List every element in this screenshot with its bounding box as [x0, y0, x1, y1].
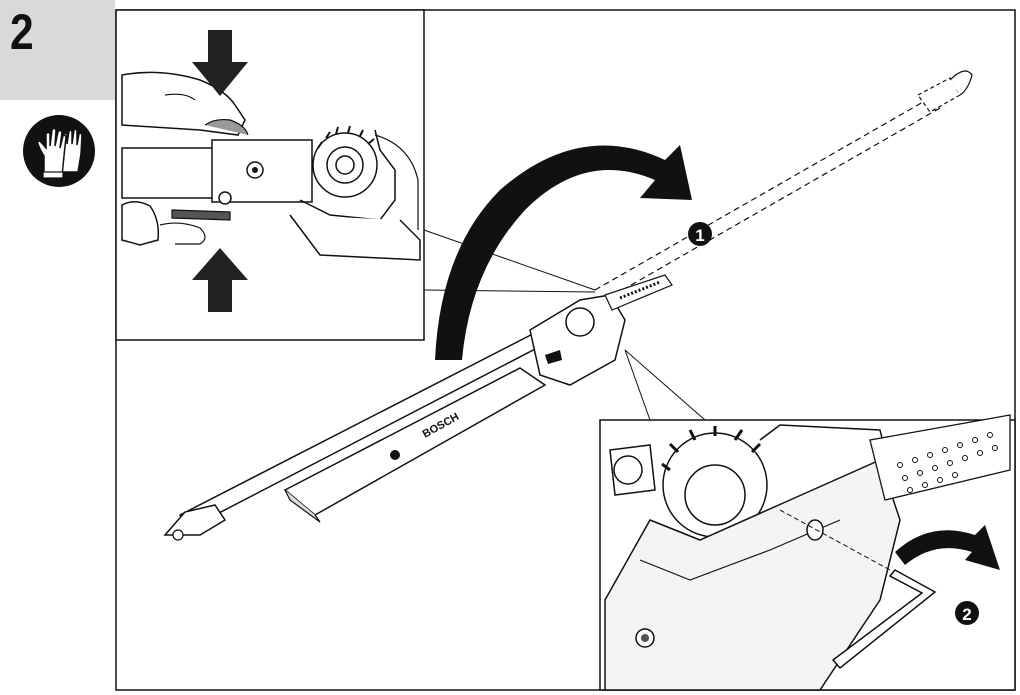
press-down-arrow-icon — [192, 30, 248, 96]
callout-2: 2 — [955, 601, 979, 625]
rotate-arrow-icon — [435, 145, 692, 360]
diagram-frame — [115, 9, 1016, 691]
step-number: 2 — [10, 4, 34, 60]
inset-hex-key-detail: 2 — [599, 349, 1016, 691]
callout-1: 1 — [688, 222, 712, 246]
gloves-icon — [23, 115, 95, 187]
hex-key-icon — [831, 569, 937, 670]
press-up-arrow-icon — [192, 248, 248, 312]
svg-text:1: 1 — [695, 226, 704, 245]
swing-path-dashed — [594, 70, 973, 301]
tighten-arrow-icon — [895, 525, 1000, 570]
inset-clamp-detail — [115, 9, 596, 341]
svg-text:2: 2 — [962, 605, 971, 624]
step-number-box: 2 — [0, 0, 115, 100]
hedge-trimmer-tool: BOSCH — [163, 274, 673, 541]
